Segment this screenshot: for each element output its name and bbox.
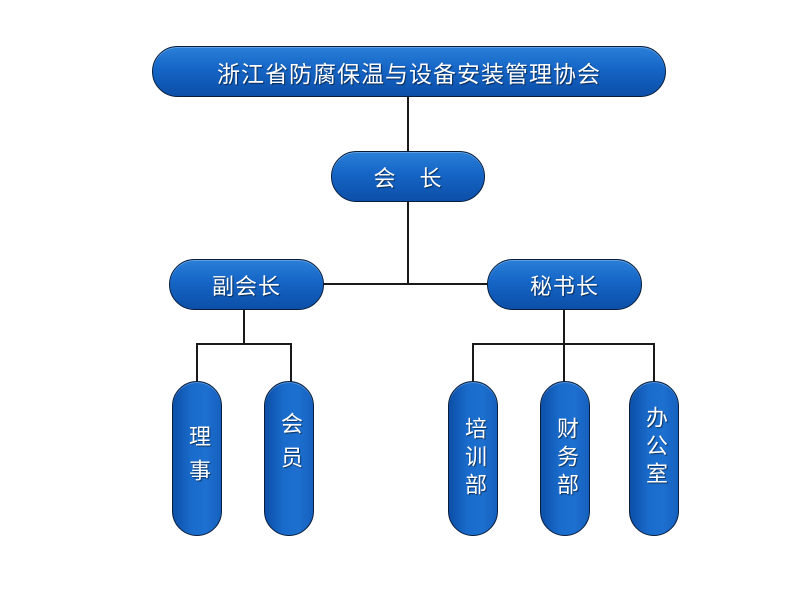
node-director: 理事	[172, 381, 222, 536]
node-finance-dept: 财务部	[540, 381, 590, 536]
connector-secretary-down	[563, 309, 565, 345]
node-association-label: 浙江省防腐保温与设备安装管理协会	[217, 61, 601, 88]
node-training-dept: 培训部	[448, 381, 498, 536]
node-association: 浙江省防腐保温与设备安装管理协会	[152, 46, 666, 97]
connector-to-finance	[563, 343, 565, 382]
node-president-label: 会 长	[373, 166, 443, 192]
connector-president-branch	[407, 201, 409, 285]
node-member-label: 会员	[277, 412, 302, 480]
node-secretary-general-label: 秘书长	[529, 274, 599, 300]
node-office-label: 办公室	[642, 406, 667, 490]
node-vice-president: 副会长	[169, 259, 324, 310]
node-member: 会员	[264, 381, 314, 536]
node-director-label: 理事	[185, 424, 210, 493]
node-training-dept-label: 培训部	[461, 416, 486, 501]
connector-vice-president-horizontal	[196, 343, 292, 345]
connector-to-member	[290, 343, 292, 382]
node-secretary-general: 秘书长	[487, 259, 642, 310]
node-office: 办公室	[629, 381, 679, 536]
connector-vice-president-down	[243, 309, 245, 345]
connector-to-director	[196, 343, 198, 382]
node-president: 会 长	[331, 151, 485, 202]
node-vice-president-label: 副会长	[211, 274, 281, 300]
connector-to-training	[472, 343, 474, 382]
connector-branch-horizontal	[322, 283, 490, 285]
connector-to-office	[653, 343, 655, 382]
connector-root-president	[407, 95, 409, 152]
node-finance-dept-label: 财务部	[553, 416, 578, 501]
